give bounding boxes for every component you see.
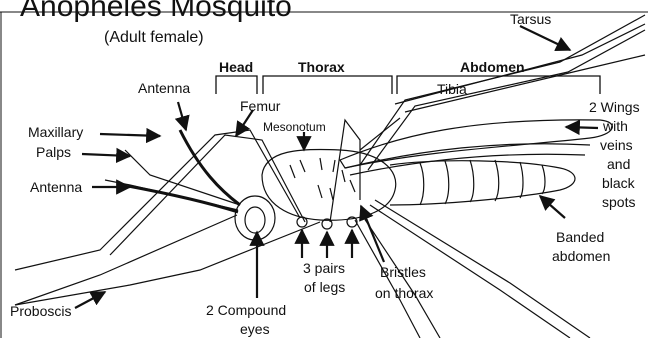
section-head-label: Head [219, 59, 253, 75]
diagram-subtitle: (Adult female) [104, 29, 204, 46]
label-wings-line5: black [602, 175, 636, 191]
label-antenna-top: Antenna [138, 80, 190, 96]
antenna-upper [180, 130, 240, 205]
label-palps: Palps [36, 144, 71, 160]
arrow-palps [82, 154, 130, 156]
compound-eye [245, 207, 265, 233]
label-antenna-left: Antenna [30, 179, 82, 195]
wing-vein-1 [345, 144, 590, 168]
label-wings: 2 Wings with veins and black spots [589, 99, 640, 210]
label-femur: Femur [240, 98, 281, 114]
label-banded-line2: abdomen [552, 248, 610, 264]
front-leg-2 [15, 222, 320, 305]
arrow-tarsus [520, 26, 570, 50]
label-eyes-line2: eyes [240, 321, 270, 337]
diagram-title: Anopheles Mosquito [20, 0, 292, 23]
arrow-maxillary-palps [100, 134, 160, 136]
label-maxillary: Maxillary [28, 124, 83, 140]
label-bristles-line1: Bristles [380, 264, 426, 280]
label-tibia: Tibia [437, 81, 467, 97]
label-tarsus: Tarsus [510, 11, 551, 27]
abdomen-outline [390, 161, 575, 205]
thorax-bristles [290, 158, 355, 200]
label-eyes-line1: 2 Compound [206, 302, 286, 318]
leg-joint-1 [297, 217, 307, 227]
label-legs-line2: of legs [304, 279, 345, 295]
label-proboscis: Proboscis [10, 303, 71, 319]
arrow-banded-abdomen [540, 196, 565, 218]
proboscis-line [15, 215, 237, 305]
arrow-proboscis [75, 292, 105, 308]
label-mesonotum: Mesonotum [263, 120, 326, 134]
section-brackets [216, 76, 600, 94]
abdomen-bands [420, 160, 545, 205]
mid-leg-1 [330, 120, 360, 222]
label-wings-line3: veins [600, 137, 633, 153]
label-banded-line1: Banded [556, 229, 604, 245]
arrow-bristles [361, 206, 384, 262]
label-wings-line2: with [602, 118, 628, 134]
label-legs-line1: 3 pairs [303, 260, 345, 276]
label-wings-line4: and [607, 156, 630, 172]
label-wings-line1: 2 Wings [589, 99, 640, 115]
section-thorax-label: Thorax [298, 59, 345, 75]
arrow-wings [566, 127, 598, 128]
label-bristles-line2: on thorax [375, 285, 433, 301]
arrow-antenna-top [178, 102, 186, 130]
label-wings-line6: spots [602, 194, 635, 210]
front-leg-1b [110, 135, 305, 255]
